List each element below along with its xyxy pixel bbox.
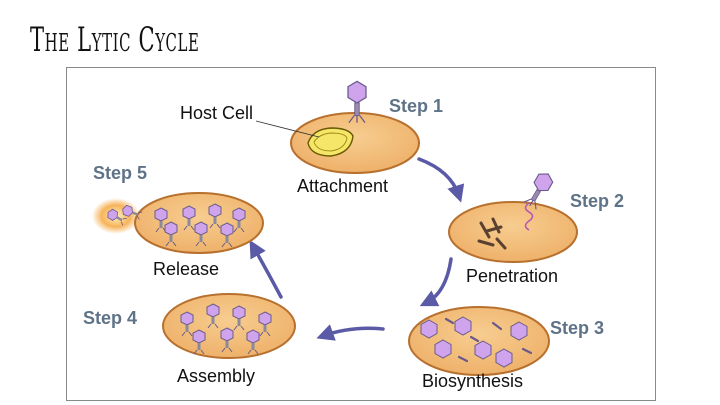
host-cell-label: Host Cell xyxy=(180,103,254,123)
step-3-label: Step 3 xyxy=(550,318,605,338)
penetration-label: Penetration xyxy=(466,266,559,286)
lytic-cycle-diagram xyxy=(66,67,656,401)
penetration-cell xyxy=(448,169,578,263)
step-5-label: Step 5 xyxy=(93,163,148,183)
release-cell xyxy=(92,192,264,254)
step-1-label: Step 1 xyxy=(389,96,444,116)
release-label: Release xyxy=(153,259,220,279)
biosynthesis-label: Biosynthesis xyxy=(422,371,524,391)
slide-title: The Lytic Cycle xyxy=(30,20,200,60)
cycle-arrow-icon xyxy=(249,157,465,341)
step-4-label: Step 4 xyxy=(83,308,138,328)
attachment-cell xyxy=(255,80,420,174)
assembly-cell xyxy=(162,293,296,359)
biosynthesis-cell xyxy=(408,306,550,376)
assembly-label: Assembly xyxy=(177,366,256,386)
step-2-label: Step 2 xyxy=(570,191,625,211)
attachment-label: Attachment xyxy=(297,176,389,196)
